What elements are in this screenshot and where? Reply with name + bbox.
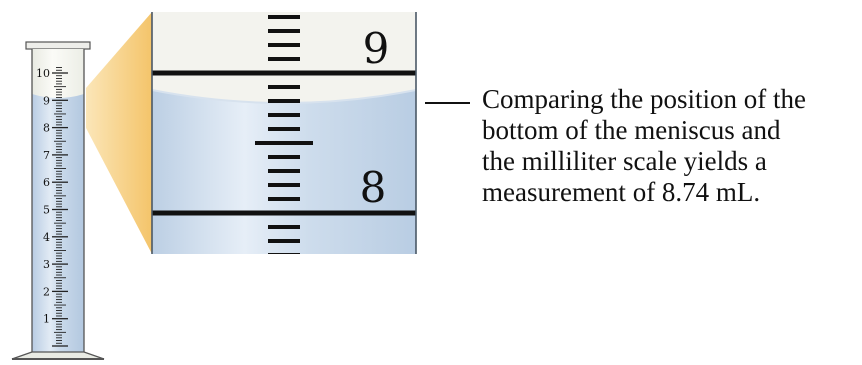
zoom-label-8: 8	[360, 163, 387, 212]
cylinder-scale-label-9: 9	[43, 94, 50, 107]
cylinder-scale-label-10: 10	[36, 67, 50, 80]
cylinder-scale-label-8: 8	[43, 122, 50, 135]
cylinder-rim	[25, 41, 91, 50]
cylinder-scale-label-4: 4	[43, 231, 50, 244]
caption-line-2: bottom of the meniscus and	[482, 115, 781, 145]
cylinder-scale-label-6: 6	[43, 176, 50, 189]
magnified-view: 9 8	[151, 12, 417, 254]
caption-line-3: the milliliter scale yields a	[482, 146, 767, 176]
graduated-cylinder: 1 2 3 4 5 6 7 8 9 10	[11, 41, 105, 360]
cylinder-scale-label-1: 1	[43, 313, 50, 326]
caption-line-1: Comparing the position of the	[482, 84, 806, 114]
zoom-label-9: 9	[363, 24, 390, 73]
cylinder-scale-label-2: 2	[43, 285, 50, 298]
measurement-caption: Comparing the position of the bottom of …	[482, 84, 852, 208]
cylinder-base	[11, 351, 105, 360]
caption-line-4: measurement of 8.74 mL.	[482, 177, 761, 207]
zoom-cone	[86, 12, 152, 254]
cylinder-scale-label-3: 3	[43, 258, 50, 271]
cylinder-scale-label-5: 5	[43, 204, 50, 217]
cylinder-scale-label-7: 7	[43, 149, 50, 162]
